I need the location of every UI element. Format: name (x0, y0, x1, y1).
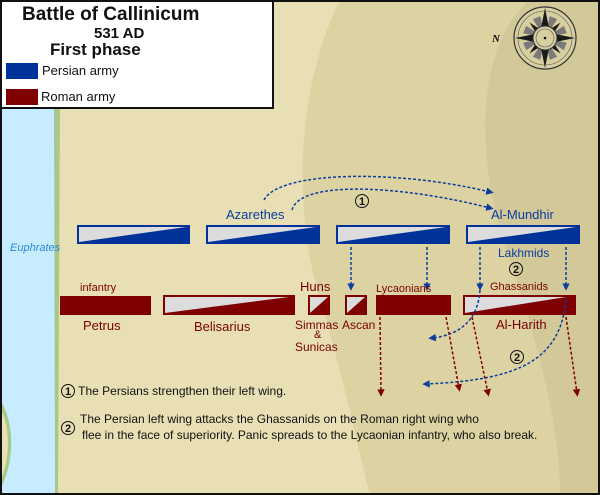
persian-unit-1 (77, 225, 190, 244)
arrow-roman-retreat-3 (471, 316, 491, 397)
legend-label-roman: Roman army (41, 89, 116, 104)
label-huns: Huns (300, 279, 331, 294)
map-phase: First phase (50, 40, 141, 59)
map-year: 531 AD (94, 25, 145, 42)
roman-unit-petrus (60, 296, 151, 315)
note-2-number: 2 (61, 421, 75, 435)
label-lycaonians: Lycaonians (376, 283, 432, 295)
legend-label-persian: Persian army (42, 63, 119, 78)
note-2-line2: flee in the face of superiority. Panic s… (82, 428, 538, 442)
persian-unit-3 (336, 225, 450, 244)
river-bank (54, 100, 60, 495)
arrow-roman-retreat-2 (445, 316, 463, 392)
compass-north-label: N (492, 33, 500, 45)
note-1-number: 1 (61, 384, 75, 398)
roman-unit-al-harith (463, 295, 576, 315)
note-1-text: The Persians strengthen their left wing. (78, 384, 287, 398)
label-azarethes: Azarethes (226, 207, 285, 222)
arrow-persian-pursuit-1 (428, 289, 481, 342)
arrow-azarethes-to-mundhir-1 (263, 175, 494, 201)
legend-swatch-persian (6, 63, 38, 79)
persian-unit-al-mundhir (466, 225, 580, 244)
label-lakhmids: Lakhmids (498, 246, 550, 260)
label-al-mundhir: Al-Mundhir (491, 207, 554, 222)
label-infantry: infantry (80, 282, 117, 294)
roman-unit-lycaonians (376, 295, 451, 315)
marker-2a: 2 (509, 262, 523, 276)
label-al-harith: Al-Harith (496, 317, 547, 332)
label-ascan: Ascan (342, 318, 376, 332)
marker-1: 1 (355, 194, 369, 208)
euphrates-river (0, 0, 58, 495)
label-belisarius: Belisarius (194, 319, 251, 334)
legend-panel: Battle of Callinicum 531 AD First phase … (0, 0, 274, 109)
label-sunicas: Sunicas (295, 340, 338, 354)
roman-unit-ascan (345, 295, 367, 315)
label-ghassanids: Ghassanids (490, 281, 549, 293)
map-title: Battle of Callinicum (22, 4, 200, 25)
arrow-azarethes-to-mundhir-2 (291, 188, 494, 211)
roman-unit-huns-simmas (308, 295, 330, 315)
legend-swatch-roman (6, 89, 38, 105)
label-petrus: Petrus (83, 318, 121, 333)
river-label: Euphrates (10, 242, 61, 254)
label-simmas: Simmas (295, 318, 339, 332)
persian-unit-azarethes (206, 225, 320, 244)
marker-2b: 2 (510, 350, 524, 364)
note-1: 1 The Persians strengthen their left win… (61, 384, 286, 398)
label-ampersand: & (314, 329, 322, 341)
arrow-roman-retreat-1 (377, 316, 385, 397)
note-2-line1: The Persian left wing attacks the Ghassa… (80, 412, 479, 426)
roman-unit-belisarius (163, 295, 295, 315)
compass-rose-icon (513, 6, 577, 70)
arrow-roman-retreat-4 (565, 316, 581, 397)
land-dark (485, 0, 600, 495)
